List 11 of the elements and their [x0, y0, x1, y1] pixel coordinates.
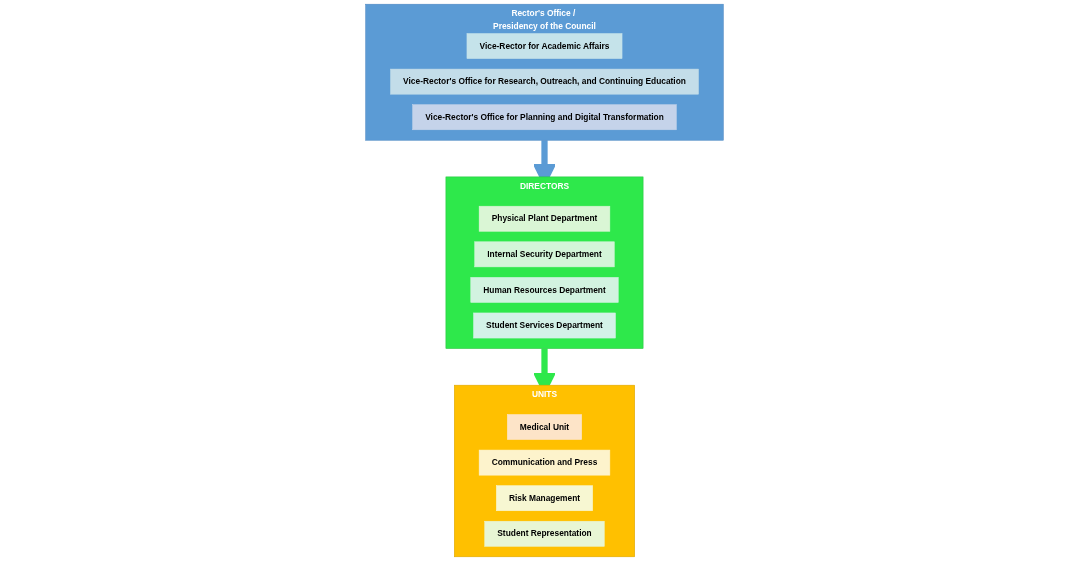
node-box: Student Representation [484, 520, 605, 547]
node-box: Physical Plant Department [478, 205, 611, 232]
node-box: Medical Unit [507, 414, 582, 440]
node-box: Internal Security Department [474, 241, 615, 268]
node-box: Risk Management [496, 485, 593, 511]
node-box: Vice-Rector's Office for Planning and Digital Transformation [412, 104, 677, 131]
node-box: Vice-Rector for Academic Affairs [466, 33, 623, 59]
node-box: Communication and Press [478, 449, 611, 476]
node-box: Vice-Rector's Office for Research, Outreach, and Continuing Education [390, 68, 699, 95]
node-box: Human Resources Department [470, 277, 619, 303]
node-box: Student Services Department [473, 312, 616, 339]
